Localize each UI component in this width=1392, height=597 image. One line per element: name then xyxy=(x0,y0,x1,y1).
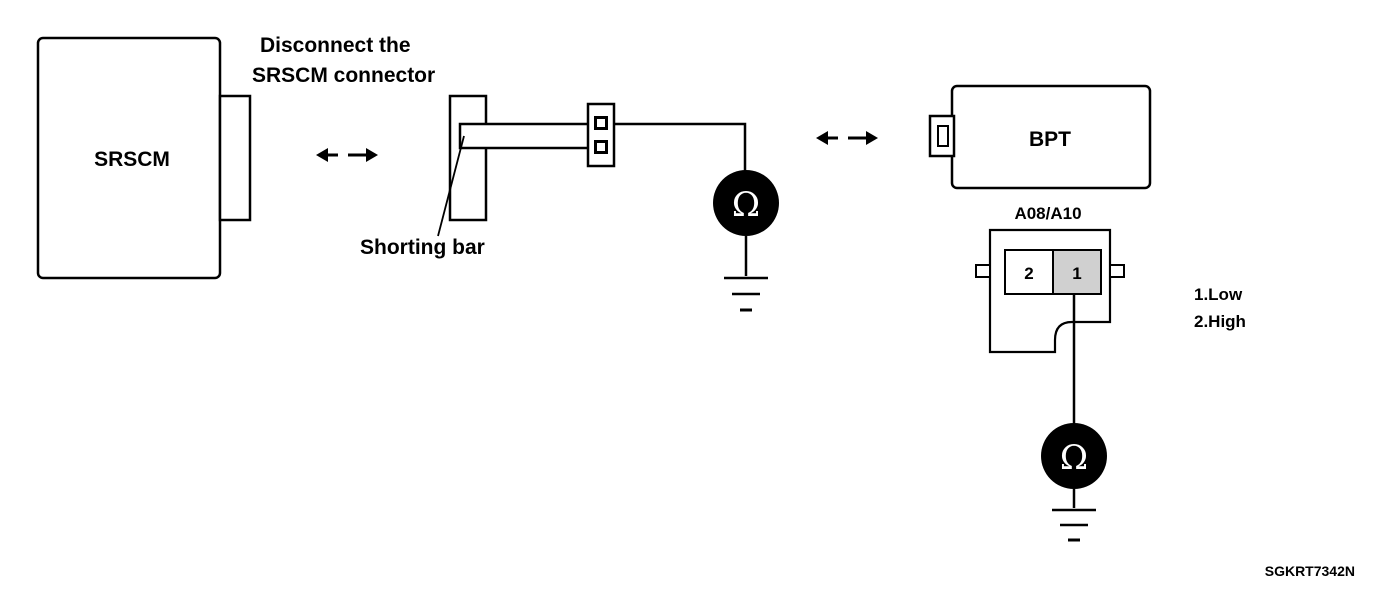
srscm-connector xyxy=(218,94,252,222)
pin-2-label: 2 xyxy=(1024,264,1033,283)
instruction-line-2: SRSCM connector xyxy=(252,64,435,87)
ohmmeter-1-body xyxy=(713,170,779,236)
shorting-bar-label: Shorting bar xyxy=(360,236,485,259)
figure-code: SGKRT7342N xyxy=(1265,563,1355,579)
connector-a08-a10: 2 1 xyxy=(975,228,1125,354)
instruction-line-1: Disconnect the xyxy=(260,34,411,57)
double-arrow-left xyxy=(316,148,378,162)
probe-plug xyxy=(586,102,616,168)
pin-1-label: 1 xyxy=(1072,264,1081,283)
connector-tab-left xyxy=(975,264,991,278)
connector-id-label: A08/A10 xyxy=(1014,204,1081,223)
harness-connector xyxy=(437,94,592,237)
probe-wire xyxy=(614,122,747,172)
shorting-bar xyxy=(458,122,592,150)
ohm-icon: Ω xyxy=(1060,438,1088,478)
srscm-label: SRSCM xyxy=(94,148,170,171)
bpt-module: BPT xyxy=(928,84,1152,190)
legend-item-2: 2.High xyxy=(1194,312,1246,331)
bpt-label: BPT xyxy=(1029,128,1071,151)
ohmmeter-2-body xyxy=(1041,423,1107,489)
pin-1-cell xyxy=(1052,249,1102,295)
double-arrow-right xyxy=(816,131,878,145)
connector-tab-right xyxy=(1109,264,1125,278)
ohm-icon: Ω xyxy=(732,185,760,225)
harness-connector-body xyxy=(448,94,488,222)
ohmmeter-2: Ω xyxy=(1041,423,1107,508)
srscm-module: SRSCM xyxy=(36,36,252,280)
ohmmeter-1: Ω xyxy=(713,170,779,276)
legend-item-1: 1.Low xyxy=(1194,285,1243,304)
ground-icon xyxy=(1052,508,1096,542)
ground-icon xyxy=(724,276,768,312)
probe-plug-body xyxy=(586,102,616,168)
shorting-bar-leader xyxy=(437,135,465,237)
